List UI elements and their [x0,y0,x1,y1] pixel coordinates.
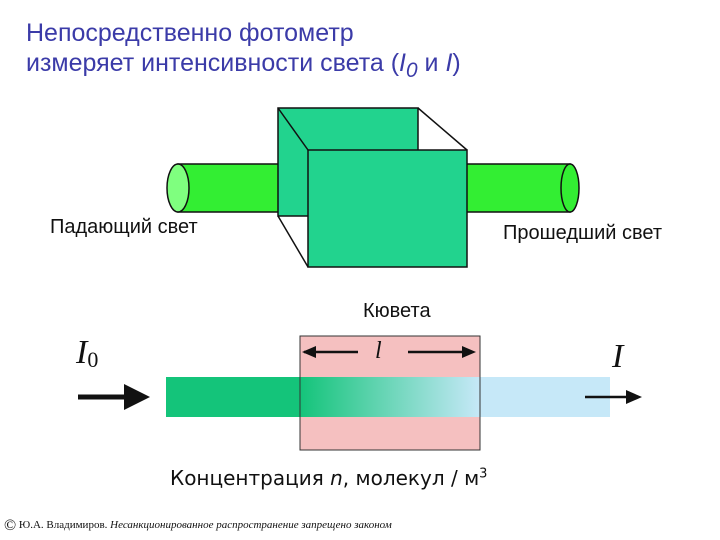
copyright-footer: © Ю.А. Владимиров. Несанкционированное р… [4,517,392,534]
path-length-label: l [375,338,382,364]
title-line-2: измеряет интенсивности света (I0 и I) [26,49,461,82]
incident-intensity-label: I0 [76,334,99,372]
incident-light-label: Падающий свет [50,216,198,238]
incident-arrow-head [124,384,150,410]
path-length-left-arrowhead [302,346,316,358]
cuvette-label: Кювета [363,300,431,322]
incident-beam-segment [166,377,300,417]
transmitted-beam-cylinder [465,163,571,213]
absorption-illustration [78,335,642,451]
transmitted-intensity-label: I [612,338,624,375]
cylinder-left-end [166,163,190,213]
slide-title: Непосредственно фотометр измеряет интенс… [26,18,461,86]
path-length-right-arrowhead [462,346,476,358]
absorbed-beam-segment [300,377,480,417]
photometer-illustration [166,107,580,268]
cuvette-box [307,149,468,268]
title-line-1: Непосредственно фотометр [26,19,354,47]
cylinder-right-end [560,163,580,213]
transmitted-light-label: Прошедший свет [503,222,662,244]
concentration-label: Концентрация n, молекул / м3 [170,466,488,490]
transmitted-arrow-head [626,390,642,404]
cuvette-outline [299,335,481,451]
